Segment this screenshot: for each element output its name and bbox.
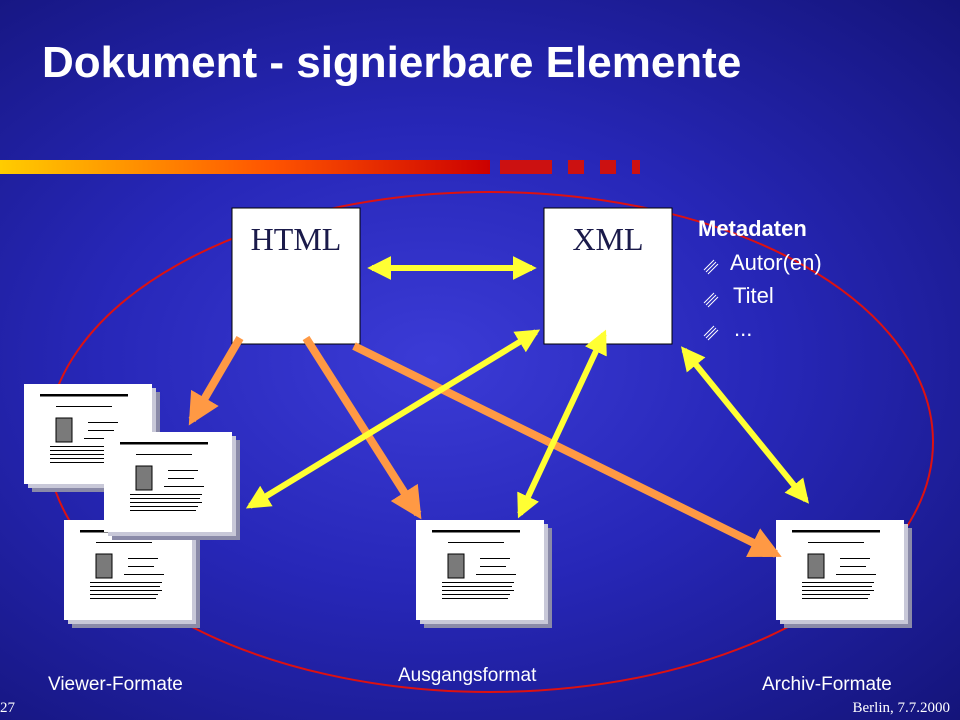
caption-source-format: Ausgangsformat — [398, 665, 537, 686]
html-to-source-arrow — [302, 335, 422, 520]
metadata-item-title: Titel — [733, 283, 774, 308]
pencil-bullet-icon — [703, 325, 719, 341]
html-box: HTML — [231, 207, 361, 345]
xml-source-arrow — [517, 329, 607, 519]
metadata-list: Autor(en) Titel ... — [703, 250, 822, 341]
caption-viewer-formats: Viewer-Formate — [48, 674, 183, 695]
xml-viewer-arrow — [245, 329, 541, 509]
slide-title: Dokument - signierbare Elemente — [42, 38, 742, 87]
archive-doc-icon — [775, 519, 913, 629]
title-underline-bar — [0, 160, 640, 174]
xml-box-label: XML — [572, 221, 643, 257]
pencil-bullet-icon — [703, 292, 719, 308]
metadata-item-author: Autor(en) — [730, 250, 822, 275]
html-box-label: HTML — [251, 221, 342, 257]
caption-archive-formats: Archiv-Formate — [762, 674, 892, 695]
viewer-doc-icon-3 — [103, 431, 241, 541]
pencil-bullet-icon — [703, 259, 719, 275]
page-number: 27 — [0, 700, 16, 716]
xml-box: XML — [543, 207, 673, 345]
source-doc-icon — [415, 519, 553, 629]
xml-archive-arrow — [680, 346, 810, 504]
metadata-item-more: ... — [734, 316, 752, 341]
html-to-viewer-arrow — [188, 335, 244, 426]
metadata-heading: Metadaten — [698, 216, 807, 241]
footer-date: Berlin, 7.7.2000 — [853, 700, 951, 716]
